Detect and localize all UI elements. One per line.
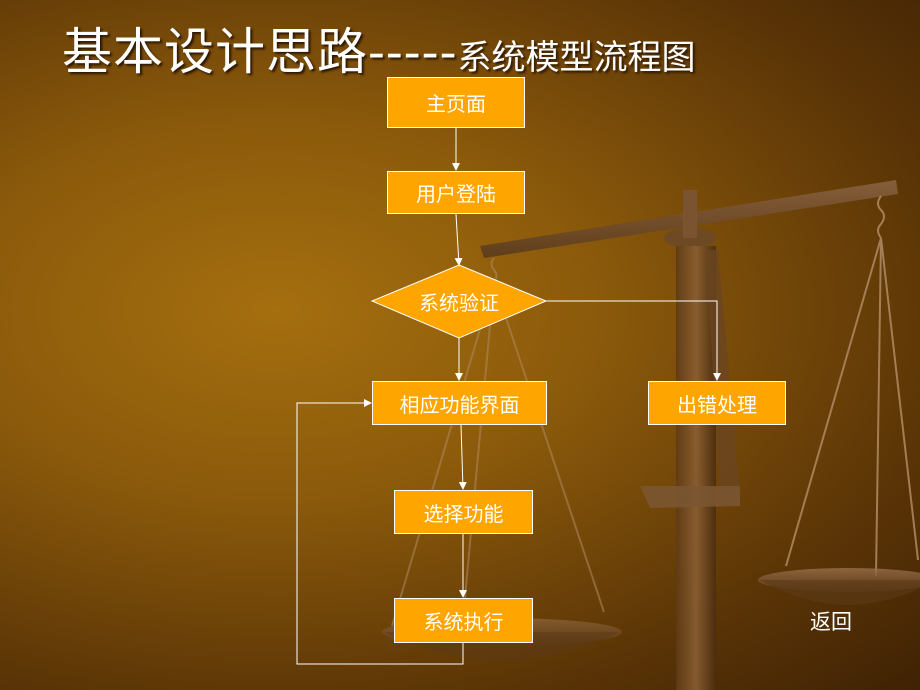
back-link[interactable]: 返回 (810, 610, 852, 634)
node-error: 出错处理 (648, 381, 786, 425)
node-function-page: 相应功能界面 (372, 381, 547, 425)
edge-function-to-select (458, 424, 467, 490)
decision-diamond-verify (370, 264, 548, 339)
left-pan-chains (391, 257, 605, 631)
edge-login-to-verify (454, 213, 463, 266)
node-execute: 系统执行 (394, 598, 533, 643)
node-home: 主页面 (387, 77, 525, 128)
scale-pole (676, 246, 716, 690)
title-sub: 系统模型流程图 (457, 38, 696, 78)
edge-verify-to-error (546, 300, 721, 381)
scale-pointer (706, 250, 740, 495)
node-select: 选择功能 (394, 490, 533, 534)
right-pan-chains (785, 195, 919, 577)
edge-execute-loop-back (296, 399, 464, 665)
scale-bracket (640, 486, 740, 508)
scale-pivot-cap (683, 190, 697, 238)
title-main: 基本设计思路----- (62, 23, 458, 81)
right-pan-bowl (760, 580, 920, 605)
node-verify-label: 系统验证 (419, 290, 499, 315)
node-login: 用户登陆 (387, 171, 525, 214)
slide-title: 基本设计思路-----系统模型流程图 (62, 12, 695, 84)
